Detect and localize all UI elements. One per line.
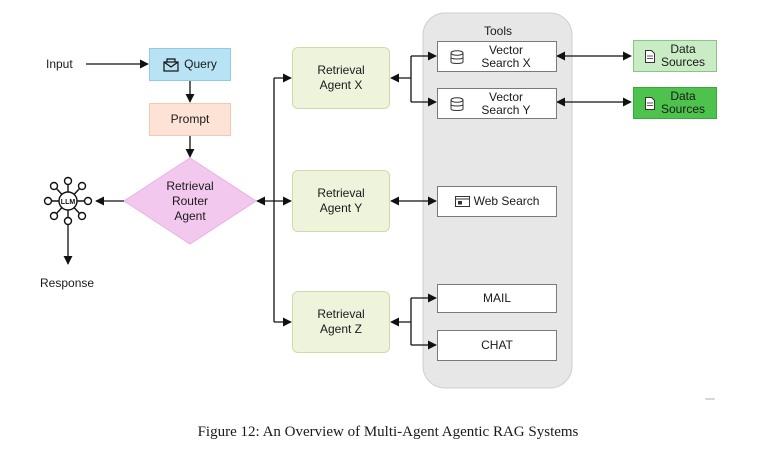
agent-y-node: Retrieval Agent Y (292, 170, 390, 232)
prompt-node: Prompt (149, 103, 231, 136)
browser-icon (454, 196, 470, 207)
tools-title: Tools (483, 24, 512, 38)
mail-node: MAIL (437, 284, 557, 313)
query-node: Query (149, 48, 231, 81)
agent-z-node: Retrieval Agent Z (292, 291, 390, 353)
data-sources-2-label: Data Sources (660, 89, 706, 116)
connectors (63, 51, 632, 350)
web-search-node: Web Search (437, 186, 557, 217)
vector-search-x-node: Vector Search X (437, 41, 557, 72)
mail-label: MAIL (482, 291, 511, 305)
figure-caption: Figure 12: An Overview of Multi-Agent Ag… (197, 424, 579, 440)
chat-label: CHAT (481, 338, 513, 352)
prompt-label: Prompt (170, 112, 210, 126)
database-icon (450, 97, 464, 111)
response-label: Response (40, 276, 95, 290)
watermark-badge (705, 398, 715, 400)
data-sources-2-node: Data Sources (633, 87, 717, 119)
router-diamond (123, 157, 257, 245)
chat-node: CHAT (437, 330, 557, 361)
query-label: Query (184, 57, 217, 71)
llm-icon-label: LLM (61, 199, 76, 206)
data-sources-1-label: Data Sources (660, 42, 706, 69)
vector-search-x-label: Vector Search X (481, 42, 531, 70)
router-label: Retrieval Router Agent (166, 178, 214, 223)
vector-search-y-node: Vector Search Y (437, 88, 557, 119)
document-icon (644, 96, 655, 110)
data-sources-1-node: Data Sources (633, 40, 717, 72)
envelope-icon (163, 57, 179, 72)
llm-network-icon (43, 176, 93, 226)
agent-x-node: Retrieval Agent X (292, 47, 390, 109)
web-search-label: Web Search (473, 194, 540, 208)
document-icon (644, 49, 655, 63)
database-icon (450, 50, 464, 64)
input-label: Input (46, 57, 73, 71)
vector-search-y-label: Vector Search Y (481, 89, 531, 117)
